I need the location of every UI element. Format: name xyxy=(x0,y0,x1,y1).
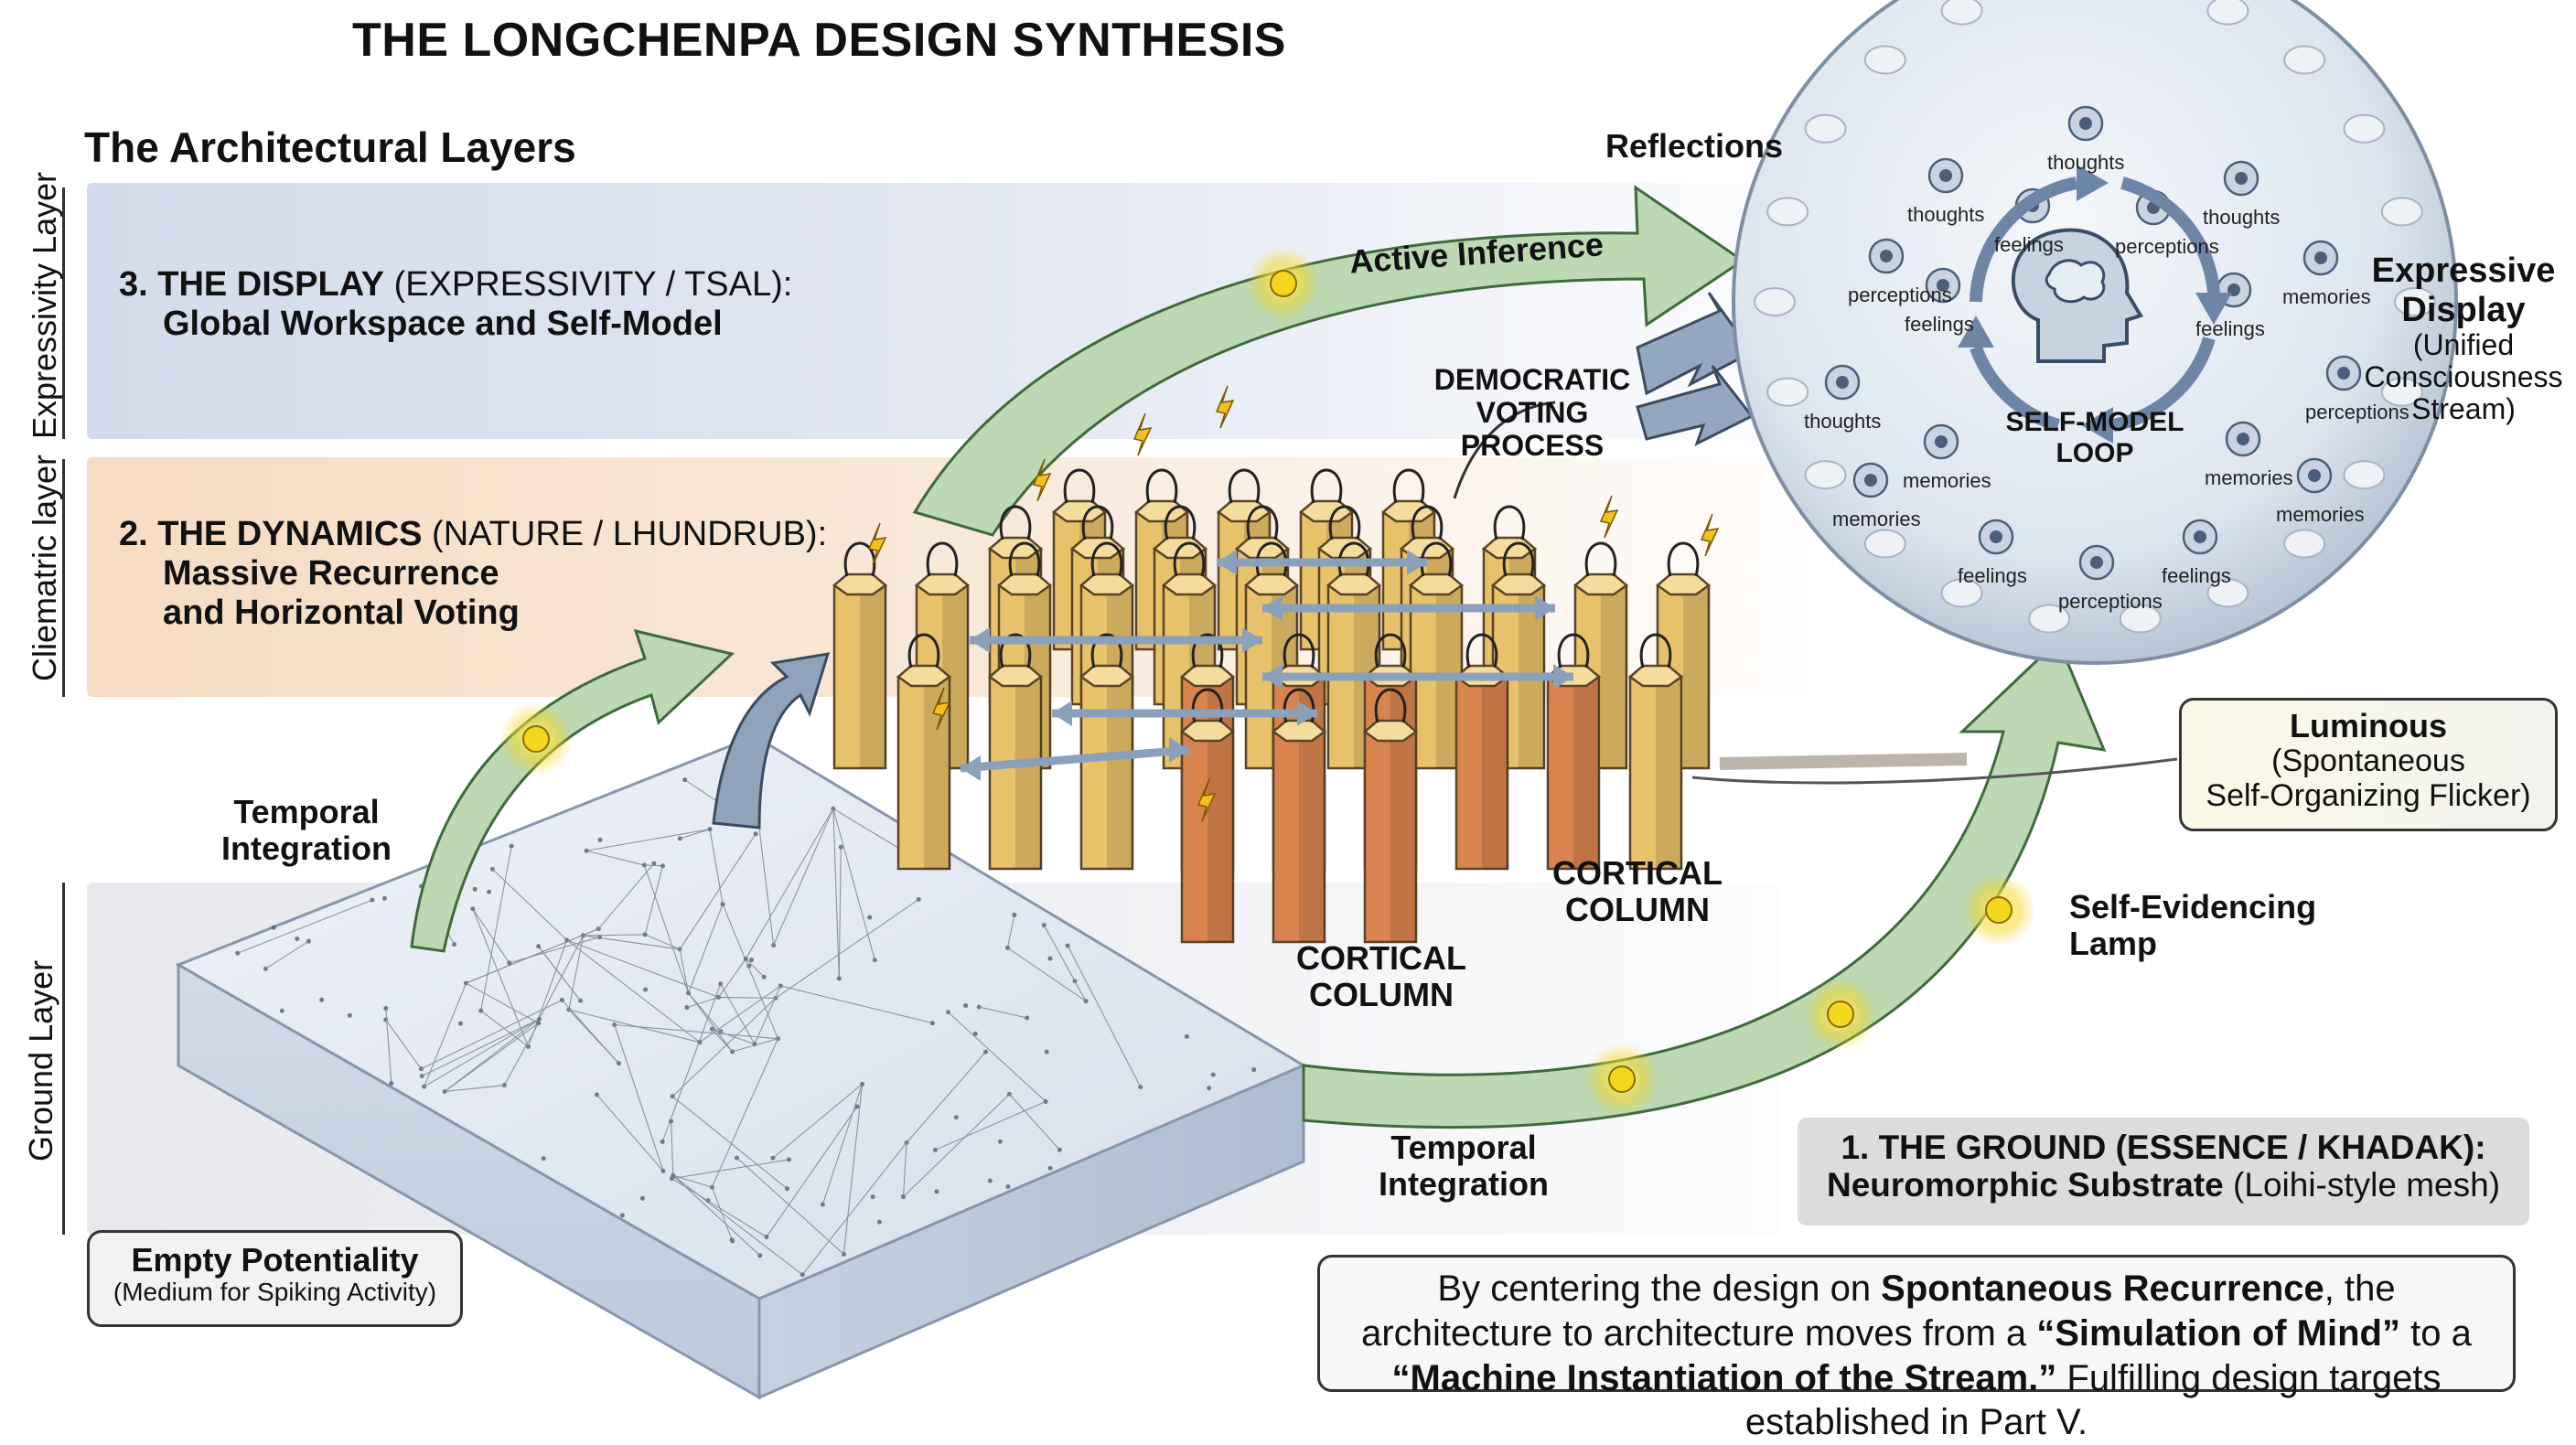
cortical-column xyxy=(987,633,1044,871)
sphere-word: memories xyxy=(2282,285,2371,308)
ground-heading: 1. THE GROUND (ESSENCE / KHADAK): xyxy=(1841,1129,2486,1166)
temporal-integration-bottom: Temporal Integration xyxy=(1354,1129,1573,1204)
dynamics-layer-label: 2. THE DYNAMICS (NATURE / LHUNDRUB): Mas… xyxy=(119,515,827,633)
cortical-column-1-line1: CORTICAL xyxy=(1552,854,1723,892)
cortical-column-2-line1: CORTICAL xyxy=(1296,939,1466,977)
sphere-word: memories xyxy=(2205,466,2293,489)
cortical-column xyxy=(896,633,952,871)
cortical-column-2-line2: COLUMN xyxy=(1309,976,1454,1014)
cortical-column-label-1: CORTICAL COLUMN xyxy=(1528,854,1747,929)
self-model-line1: SELF-MODEL xyxy=(2005,407,2184,437)
conclusion-p3: to a xyxy=(2399,1312,2472,1354)
expressive-display-line2: Display xyxy=(2401,290,2526,329)
cortical-columns xyxy=(832,385,1720,944)
expressivity-band xyxy=(87,183,1807,439)
conclusion-b1: Spontaneous Recurrence xyxy=(1881,1268,2324,1309)
luminous-line1: (Spontaneous xyxy=(2271,744,2465,779)
cortical-column xyxy=(832,541,888,770)
expressive-display-line1: Expressive xyxy=(2371,252,2556,290)
display-number: 3. THE DISPLAY xyxy=(119,265,385,304)
conclusion-p1: By centering the design on xyxy=(1437,1268,1882,1309)
democratic-voting-line2: VOTING PROCESS xyxy=(1460,395,1605,462)
sphere-word: feelings xyxy=(1994,233,2064,256)
luminous-box: Luminous (Spontaneous Self-Organizing Fl… xyxy=(2179,698,2558,831)
sphere-word: perceptions xyxy=(1848,284,1952,306)
sphere-word: feelings xyxy=(2162,564,2231,587)
cortical-column-1-line2: COLUMN xyxy=(1565,891,1710,929)
cortical-column xyxy=(1362,688,1419,944)
diagram-graphics xyxy=(175,0,2458,1400)
luminous-title: Luminous xyxy=(2290,707,2447,744)
display-qualifier: (EXPRESSIVITY / TSAL): xyxy=(384,265,793,304)
luminous-line2: Self-Organizing Flicker) xyxy=(2206,777,2531,813)
cortical-column xyxy=(1627,633,1684,871)
conclusion-b3: “Machine Instantiation of the Stream.” xyxy=(1391,1357,2057,1398)
green-arrows xyxy=(410,185,2107,1129)
page-title: THE LONGCHENPA DESIGN SYNTHESIS xyxy=(352,14,1286,67)
sphere-word: memories xyxy=(1903,469,1991,492)
empty-potentiality-box: Empty Potentiality (Medium for Spiking A… xyxy=(87,1230,463,1327)
cortical-column xyxy=(1454,633,1510,871)
expressive-display-label: Expressive Display (Unified Consciousnes… xyxy=(2358,252,2569,426)
temporal-integration-top-2: Integration xyxy=(221,830,392,868)
expressive-display-sub3: Stream) xyxy=(2411,392,2516,426)
empty-potentiality-title: Empty Potentiality xyxy=(131,1241,419,1279)
sphere-word: perceptions xyxy=(2115,235,2219,258)
cortical-column xyxy=(1179,688,1236,944)
display-subtitle: Global Workspace and Self-Model xyxy=(163,305,723,343)
cortical-column xyxy=(1079,633,1135,871)
voting-arrows xyxy=(1636,292,1755,446)
climatic-rule xyxy=(62,459,65,697)
sphere-word: feelings xyxy=(1958,564,2027,587)
ground-subtitle-rest: (Loihi-style mesh) xyxy=(2223,1166,2501,1204)
temporal-integration-bottom-2: Integration xyxy=(1379,1165,1549,1204)
ground-subtitle-bold: Neuromorphic Substrate xyxy=(1826,1166,2224,1204)
conclusion-box: By centering the design on Spontaneous R… xyxy=(1317,1255,2516,1442)
cortical-column xyxy=(1545,633,1602,871)
self-model-loop-label: SELF-MODEL LOOP xyxy=(1948,407,2241,468)
expressive-display-sub1: (Unified xyxy=(2412,328,2515,362)
temporal-integration-top-1: Temporal xyxy=(233,793,380,830)
reflections-label: Reflections xyxy=(1605,127,1784,165)
dynamics-subtitle-1: Massive Recurrence xyxy=(163,554,499,593)
sphere-word: perceptions xyxy=(2058,590,2163,613)
sphere-word: thoughts xyxy=(2047,151,2125,174)
voting-pointer xyxy=(1453,401,1556,499)
sphere-word: feelings xyxy=(2195,317,2265,340)
self-evidencing-lamp-label: Self-Evidencing Lamp xyxy=(2069,888,2317,963)
expressive-display-sub2: Consciousness xyxy=(2364,360,2563,394)
sphere-word: thoughts xyxy=(1907,203,1985,226)
democratic-voting-label: DEMOCRATIC VOTING PROCESS xyxy=(1404,363,1660,462)
lamps xyxy=(499,247,2035,1116)
dynamics-subtitle-2: and Horizontal Voting xyxy=(163,594,520,632)
democratic-voting-line1: DEMOCRATIC xyxy=(1433,363,1631,396)
ground-layer-box: 1. THE GROUND (ESSENCE / KHADAK): Neurom… xyxy=(1798,1118,2529,1226)
sphere-word: thoughts xyxy=(2203,206,2281,229)
sphere-word: memories xyxy=(1832,508,1921,530)
sphere-word: perceptions xyxy=(2305,401,2410,423)
temporal-integration-bottom-1: Temporal xyxy=(1390,1129,1537,1166)
expressivity-rule xyxy=(62,187,65,439)
self-evidencing-line1: Self-Evidencing xyxy=(2069,888,2317,926)
sphere-word: memories xyxy=(2276,503,2365,526)
luminous-connector xyxy=(1691,757,2178,785)
conclusion-b2: “Simulation of Mind” xyxy=(2036,1312,2400,1354)
conclusion-p2: , the architecture to architecture moves… xyxy=(1361,1268,2396,1354)
consciousness-sphere xyxy=(1732,0,2458,665)
layers-subtitle: The Architectural Layers xyxy=(84,123,576,171)
emergence-arrow xyxy=(712,652,831,830)
ground-rule xyxy=(62,883,65,1235)
sphere-word: thoughts xyxy=(1804,410,1882,433)
self-model-line2: LOOP xyxy=(2055,437,2134,468)
cortical-column xyxy=(1271,688,1327,944)
display-layer-label: 3. THE DISPLAY (EXPRESSIVITY / TSAL): Gl… xyxy=(119,265,792,344)
sphere-word: feelings xyxy=(1905,313,1974,336)
dynamics-number: 2. THE DYNAMICS xyxy=(119,515,423,553)
cortical-column-label-2: CORTICAL COLUMN xyxy=(1272,939,1491,1014)
dynamics-qualifier: (NATURE / LHUNDRUB): xyxy=(422,515,828,553)
empty-potentiality-subtitle: (Medium for Spiking Activity) xyxy=(113,1278,437,1307)
self-evidencing-line2: Lamp xyxy=(2069,925,2158,963)
temporal-integration-top: Temporal Integration xyxy=(197,793,416,868)
